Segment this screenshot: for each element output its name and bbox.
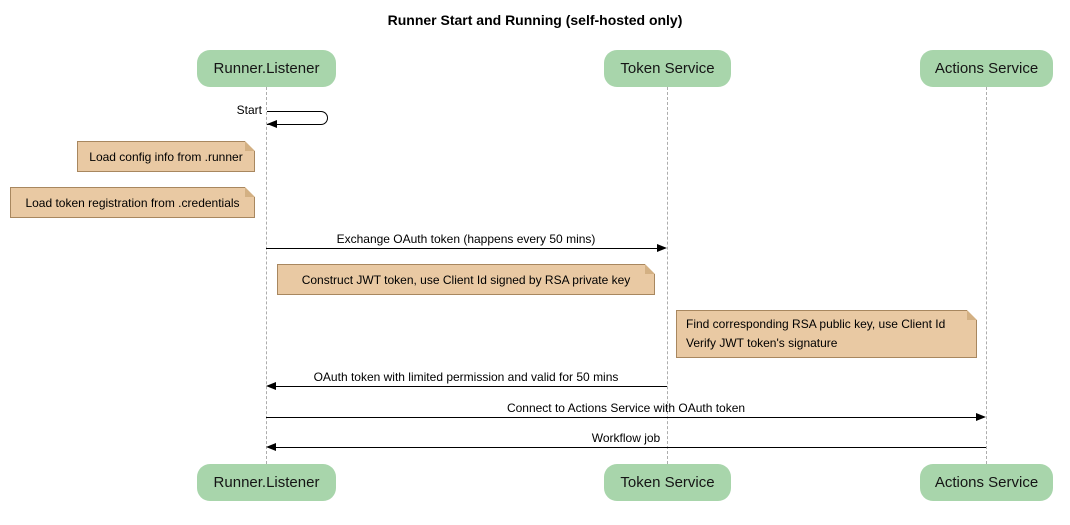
participant-token-service-top: Token Service — [604, 50, 731, 87]
message-oauth-return-line — [276, 386, 667, 387]
participant-runner-listener-top: Runner.Listener — [197, 50, 336, 87]
participant-actions-service-top: Actions Service — [920, 50, 1053, 87]
message-exchange-oauth-arrowhead-icon — [657, 244, 667, 252]
diagram-title: Runner Start and Running (self-hosted on… — [387, 12, 683, 28]
participant-actions-service-bottom: Actions Service — [920, 464, 1053, 501]
note-fold-icon — [645, 264, 655, 274]
message-workflow-job-line — [276, 447, 986, 448]
message-exchange-oauth-label: Exchange OAuth token (happens every 50 m… — [336, 232, 596, 246]
lifeline-actions-service — [986, 87, 987, 464]
message-start-self-loop — [267, 111, 328, 125]
note-construct-jwt-text: Construct JWT token, use Client Id signe… — [301, 272, 631, 287]
message-workflow-job-label: Workflow job — [591, 431, 661, 445]
note-load-config-text: Load config info from .runner — [89, 149, 243, 164]
message-oauth-return-arrowhead-icon — [266, 382, 276, 390]
participant-token-service-bottom: Token Service — [604, 464, 731, 501]
message-start-arrowhead-icon — [267, 120, 277, 128]
message-start-label: Start — [236, 103, 262, 117]
lifeline-token-service — [667, 87, 668, 464]
note-fold-icon — [245, 141, 255, 151]
lifeline-runner-listener — [266, 87, 267, 464]
participant-runner-listener-bottom: Runner.Listener — [197, 464, 336, 501]
note-load-token-registration-text: Load token registration from .credential… — [25, 195, 240, 210]
note-fold-icon — [245, 187, 255, 197]
note-verify-jwt-line1: Find corresponding RSA public key, use C… — [686, 317, 946, 331]
message-workflow-job-arrowhead-icon — [266, 443, 276, 451]
message-exchange-oauth-line — [266, 248, 657, 249]
note-fold-icon — [967, 310, 977, 320]
message-connect-actions-arrowhead-icon — [976, 413, 986, 421]
note-load-config: Load config info from .runner — [77, 141, 255, 172]
message-oauth-return-label: OAuth token with limited permission and … — [313, 370, 619, 384]
message-connect-actions-line — [266, 417, 976, 418]
note-verify-jwt: Find corresponding RSA public key, use C… — [676, 310, 977, 358]
message-connect-actions-label: Connect to Actions Service with OAuth to… — [506, 401, 746, 415]
note-construct-jwt: Construct JWT token, use Client Id signe… — [277, 264, 655, 295]
note-verify-jwt-line2: Verify JWT token's signature — [686, 336, 838, 350]
note-load-token-registration: Load token registration from .credential… — [10, 187, 255, 218]
